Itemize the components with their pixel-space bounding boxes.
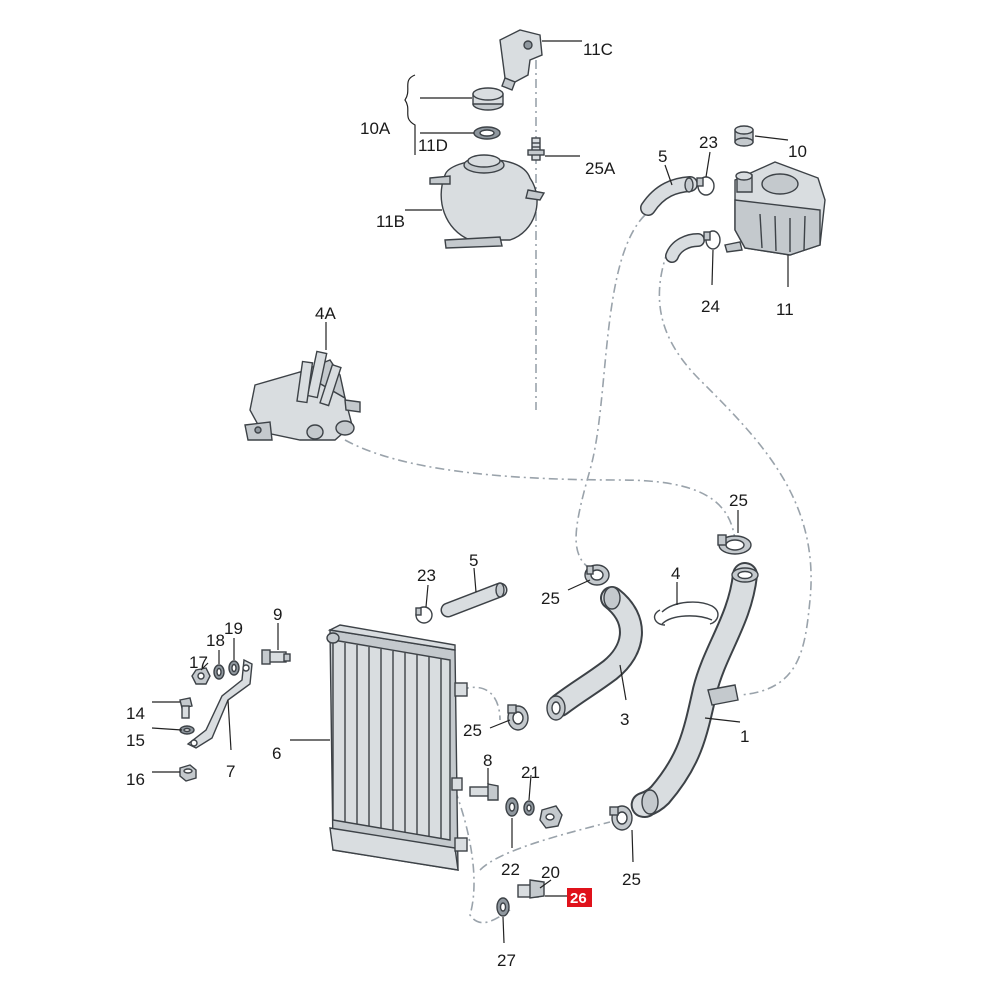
callout-17: 17	[189, 653, 208, 672]
clamp-25-right	[717, 534, 752, 555]
callout-23-mid: 23	[417, 566, 436, 585]
washer-15	[179, 725, 195, 735]
callout-25-bottom: 25	[622, 870, 641, 889]
clamp-23-top	[696, 176, 715, 196]
callout-labels: 11C 10A 11D 25A 11B 5 23 10 24 11 4A 25 …	[126, 40, 807, 970]
clamp-25-left	[507, 704, 529, 731]
callout-10a: 10A	[360, 119, 391, 138]
coolant-flange-4a	[244, 350, 361, 441]
bolt-25a	[527, 137, 545, 161]
radiator-6	[326, 624, 468, 871]
callout-23-top: 23	[699, 133, 718, 152]
bolt-14	[179, 697, 193, 719]
callout-25a: 25A	[585, 159, 616, 178]
clamp-24	[703, 230, 721, 250]
callout-14: 14	[126, 704, 145, 723]
callout-27: 27	[497, 951, 516, 970]
bracket-7	[186, 658, 253, 749]
callout-6: 6	[272, 744, 281, 763]
callout-22: 22	[501, 860, 520, 879]
radiator-fins	[344, 643, 442, 838]
sensor-20	[517, 879, 545, 899]
leader-lines	[151, 40, 789, 944]
cap-10	[734, 125, 754, 147]
callout-8: 8	[483, 751, 492, 770]
clamp-25-mid	[584, 564, 610, 586]
callout-19: 19	[224, 619, 243, 638]
callout-11: 11	[776, 300, 794, 319]
clip-4	[653, 601, 719, 626]
callout-9: 9	[273, 605, 282, 624]
callout-15: 15	[126, 731, 145, 750]
bracket-11c	[499, 29, 543, 91]
callout-25-left: 25	[463, 721, 482, 740]
badge-background	[567, 888, 592, 907]
callout-10: 10	[788, 142, 807, 161]
callout-11d: 11D	[418, 136, 448, 155]
routing-lines	[344, 60, 812, 924]
callout-25-mid: 25	[541, 589, 560, 608]
ring-27	[496, 897, 510, 917]
route-rad-bottom	[454, 789, 511, 924]
highlight-badge-26[interactable]: 26	[567, 888, 592, 907]
clamp-25-bottom	[609, 805, 633, 831]
callout-21: 21	[521, 763, 540, 782]
nut-21-assembly	[539, 805, 563, 829]
hose-3	[546, 586, 643, 721]
route-4a-25	[344, 439, 736, 541]
washer-19	[228, 660, 240, 676]
route-rad-25	[479, 821, 611, 871]
drain-plug-8	[469, 783, 499, 801]
route-hose-24	[658, 249, 812, 696]
callout-24: 24	[701, 297, 720, 316]
callout-7: 7	[226, 762, 235, 781]
callout-3: 3	[620, 710, 629, 729]
callout-25-right: 25	[729, 491, 748, 510]
callout-4: 4	[671, 564, 680, 583]
reservoir-11	[724, 161, 826, 256]
seal-11d	[473, 126, 501, 140]
callout-11b: 11B	[376, 212, 405, 231]
callout-1: 1	[740, 727, 749, 746]
nut-17	[191, 667, 211, 685]
plug-9	[261, 649, 291, 665]
hose-5-mid	[440, 582, 508, 618]
callout-5-top: 5	[658, 147, 667, 166]
route-hose5-top	[575, 214, 646, 576]
callout-4a: 4A	[315, 304, 336, 323]
callout-18: 18	[206, 631, 225, 650]
clamp-23-mid	[415, 606, 433, 624]
pipe-1	[630, 562, 759, 818]
badge-label: 26	[570, 890, 587, 907]
expansion-tank-11b	[429, 154, 546, 249]
callout-20: 20	[541, 863, 560, 882]
washer-18	[213, 664, 225, 680]
washer-21	[523, 800, 535, 816]
callout-11c: 11C	[583, 40, 613, 59]
cap-10a	[472, 87, 504, 111]
route-rad-top	[459, 686, 501, 721]
hose-5-top	[640, 176, 698, 216]
callout-5-mid: 5	[469, 551, 478, 570]
hose-24-small	[665, 233, 705, 263]
nut-16	[179, 764, 197, 782]
callout-16: 16	[126, 770, 145, 789]
washer-22	[505, 797, 519, 817]
